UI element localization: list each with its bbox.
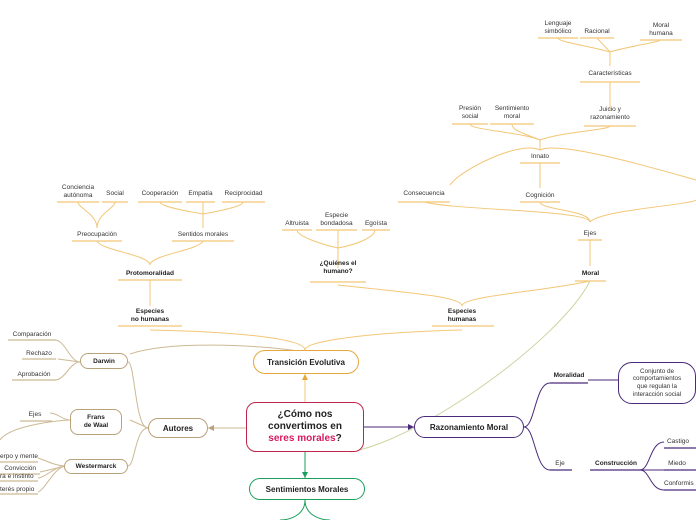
- node-egoista[interactable]: Egoísta: [364, 220, 388, 227]
- node-conformismo[interactable]: Conformis: [664, 480, 694, 487]
- topic-razonamiento-moral[interactable]: Razonamiento Moral: [414, 416, 524, 438]
- topic-transicion-evolutiva[interactable]: Transición Evolutiva: [253, 350, 359, 374]
- node-especies-humanas[interactable]: Especies humanas: [447, 308, 477, 323]
- topic-autores[interactable]: Autores: [148, 418, 208, 438]
- node-reciprocidad[interactable]: Reciprocidad: [224, 190, 263, 197]
- node-conciencia-autonoma[interactable]: Conciencia autónoma: [61, 184, 95, 199]
- node-consecuencia[interactable]: Consecuencia: [403, 190, 445, 197]
- node-aprobacion[interactable]: Aprobación: [17, 371, 51, 378]
- node-autores-ejes[interactable]: Ejes: [28, 411, 42, 418]
- node-interes-propio[interactable]: terés propio: [0, 486, 35, 493]
- node-quienes-humano[interactable]: ¿Quiénes el humano?: [319, 260, 357, 275]
- node-cooperacion[interactable]: Cooperación: [141, 190, 179, 197]
- node-construccion[interactable]: Construcción: [595, 460, 637, 467]
- node-ejes[interactable]: Ejes: [583, 230, 597, 237]
- node-especies-no-humanas[interactable]: Especies no humanas: [130, 308, 170, 323]
- node-castigo[interactable]: Castigo: [666, 438, 690, 445]
- node-moralidad[interactable]: Moralidad: [553, 372, 585, 379]
- node-conviccion[interactable]: Convicción: [4, 465, 36, 472]
- node-empatia[interactable]: Empatía: [188, 190, 213, 197]
- node-social[interactable]: Social: [106, 190, 124, 197]
- node-altruista[interactable]: Altruista: [285, 220, 309, 227]
- node-presion-social[interactable]: Presión social: [458, 105, 482, 120]
- node-cuerpo-mente[interactable]: erpo y mente: [0, 453, 38, 460]
- topic-sentimientos-morales[interactable]: Sentimientos Morales: [249, 478, 365, 500]
- node-frans-de-waal[interactable]: Frans de Waal: [70, 409, 122, 435]
- node-cognicion[interactable]: Cognición: [525, 192, 555, 199]
- node-moral[interactable]: Moral: [581, 270, 600, 277]
- node-lenguaje-simbolico[interactable]: Lenguaje simbólico: [544, 20, 572, 35]
- central-topic[interactable]: ¿Cómo nos convertimos en seres morales?: [246, 402, 364, 452]
- central-line-2: convertimos en: [268, 421, 342, 432]
- node-sentimiento-moral[interactable]: Sentimiento moral: [494, 105, 530, 120]
- node-sentidos-morales[interactable]: Sentidos morales: [177, 231, 229, 238]
- central-line-1: ¿Cómo nos: [277, 409, 333, 420]
- node-protomoralidad[interactable]: Protomoralidad: [125, 270, 175, 277]
- node-comparacion[interactable]: Comparación: [12, 331, 52, 338]
- node-westermarck[interactable]: Westermarck: [64, 459, 128, 474]
- node-innato[interactable]: Innato: [530, 153, 550, 160]
- node-miedo[interactable]: Miedo: [668, 460, 686, 467]
- node-especie-bondadosa[interactable]: Especie bondadosa: [320, 212, 353, 227]
- node-racional[interactable]: Racional: [584, 28, 610, 35]
- node-eje[interactable]: Eje: [555, 460, 565, 467]
- node-caracteristicas[interactable]: Características: [588, 70, 632, 77]
- node-juicio-razonamiento[interactable]: Juicio y razonamiento: [590, 106, 630, 121]
- node-preocupacion[interactable]: Preocupación: [77, 231, 117, 238]
- node-rechazo[interactable]: Rechazo: [26, 350, 52, 357]
- node-moral-humana[interactable]: Moral humana: [649, 22, 673, 37]
- node-moralidad-definicion[interactable]: Conjunto de comportamientos que regulan …: [618, 362, 696, 404]
- central-line-3: seres morales?: [268, 433, 342, 444]
- node-naturaleza-instinto[interactable]: ra e instinto: [0, 473, 34, 480]
- central-highlight: seres morales: [268, 433, 336, 444]
- node-darwin[interactable]: Darwin: [80, 353, 128, 369]
